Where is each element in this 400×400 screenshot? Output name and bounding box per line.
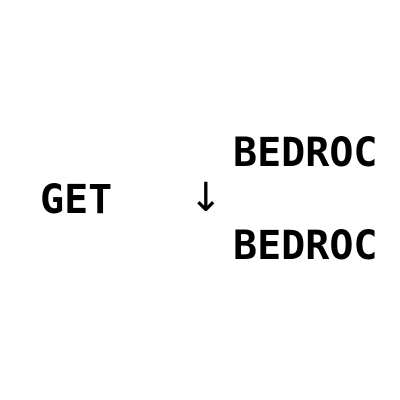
left-word: GET [40,177,113,223]
down-arrow-icon: ↓ [189,175,223,221]
right-bottom-word: BEDROC [233,223,378,269]
right-top-word: BEDROC [233,130,378,176]
